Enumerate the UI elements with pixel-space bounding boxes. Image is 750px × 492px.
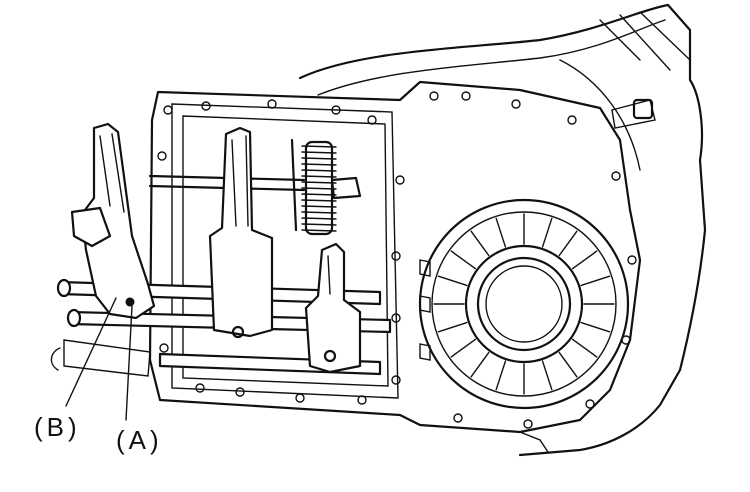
housing-spoke — [437, 275, 468, 287]
leader-b — [65, 297, 117, 407]
housing-spoke — [580, 275, 611, 287]
gear-tooth — [301, 223, 337, 226]
bearing-housing — [418, 198, 630, 410]
gear-tooth — [301, 199, 337, 202]
gear-tooth — [301, 175, 337, 178]
housing-spoke — [541, 217, 553, 248]
housing-spoke — [495, 217, 507, 248]
gear-teeth — [301, 145, 337, 232]
leader-a — [125, 305, 133, 421]
gear-tooth — [301, 229, 337, 232]
housing-spoke — [450, 250, 477, 270]
gear-case-frame — [148, 80, 642, 434]
case-bottom-detail — [419, 259, 549, 453]
upper-housing — [298, 3, 707, 457]
detail-point-a — [125, 297, 135, 307]
shift-fork-middle — [208, 126, 274, 339]
housing-spoke — [495, 360, 507, 391]
gear-tooth — [301, 187, 337, 190]
gear-tooth — [301, 169, 337, 172]
shift-fork-left — [50, 122, 156, 377]
gear-tooth — [301, 205, 337, 208]
gear-tooth — [301, 211, 337, 214]
counter-gear — [290, 138, 362, 236]
gear-tooth — [301, 145, 337, 148]
housing-spoke — [541, 360, 553, 391]
housing-spoke — [450, 338, 477, 358]
callout-leaders — [65, 297, 133, 421]
housing-spoke — [470, 351, 490, 378]
housing-spoke — [470, 230, 490, 257]
gear-tooth — [301, 181, 337, 184]
callout-label-a: (A) — [116, 425, 163, 455]
shift-fork-right — [304, 242, 362, 374]
housing-spokes — [433, 213, 615, 395]
housing-spoke — [558, 351, 578, 378]
gear-tooth — [301, 163, 337, 166]
housing-spoke — [571, 250, 598, 270]
gear-tooth — [301, 217, 337, 220]
housing-spoke — [437, 321, 468, 333]
gear-tooth — [301, 151, 337, 154]
bolt-holes — [157, 91, 637, 429]
gear-tooth — [301, 157, 337, 160]
gear-tooth — [301, 193, 337, 196]
housing-spoke — [580, 321, 611, 333]
housing-spoke — [558, 230, 578, 257]
housing-spoke — [571, 338, 598, 358]
callout-label-b: (B) — [34, 412, 81, 442]
